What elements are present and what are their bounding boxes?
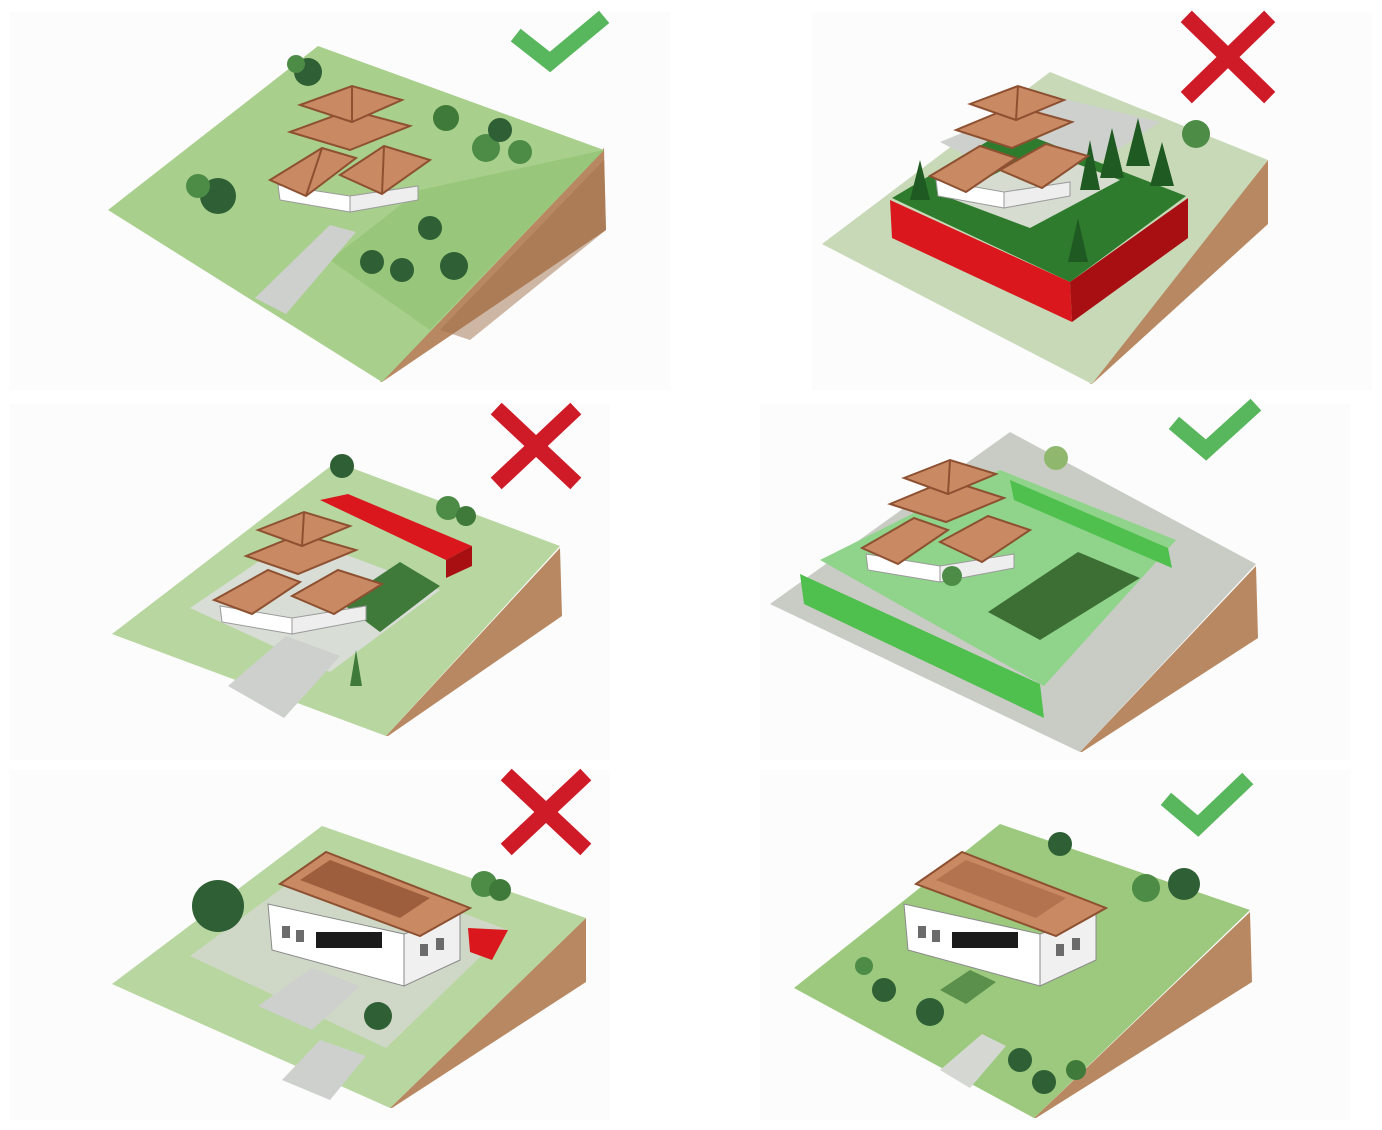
panel-good-house-on-slope — [760, 770, 1350, 1120]
panel-bad-cut-into-slope — [10, 770, 610, 1120]
panel-good-hillside-house-trees — [10, 12, 670, 390]
panel-good-green-terraces — [760, 404, 1350, 760]
panel-bad-retaining-wall-red — [812, 12, 1372, 390]
tree — [1182, 120, 1210, 148]
panel-bad-red-wall-strip — [10, 404, 610, 760]
